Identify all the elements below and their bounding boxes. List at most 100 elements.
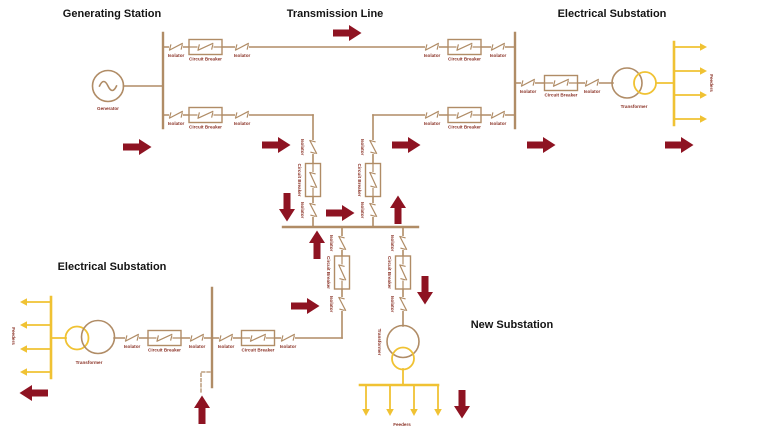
transformer-label: Transformer [76, 360, 103, 365]
isolator-symbol [124, 333, 140, 342]
generator-symbol [91, 69, 125, 103]
feeder-arrowhead [434, 409, 442, 416]
isolator-symbol [584, 78, 600, 88]
flow-arrow-down-icon [417, 276, 433, 305]
electrical-substation-bottom-left: Transformer Isolator Circuit Breaker Iso… [11, 319, 297, 365]
isolator-symbol [338, 235, 347, 251]
flow-arrow-right-icon [392, 137, 421, 153]
isolator-label: Isolator [189, 344, 206, 349]
electrical-substation-bottom-left-title: Electrical Substation [58, 261, 167, 273]
transformer-symbol [611, 67, 643, 99]
circuit-breaker-label: Circuit Breaker [326, 256, 331, 289]
flow-arrow-right-icon [665, 137, 694, 153]
feeder-arrowhead [20, 345, 27, 353]
isolator-symbol [234, 110, 250, 120]
flow-arrow-down-icon [279, 193, 295, 222]
isolator-symbol [280, 333, 296, 342]
circuit-breaker-symbol [188, 106, 223, 124]
isolator-label: Isolator [329, 235, 334, 252]
transformer-symbol [80, 319, 116, 355]
isolator-label: Isolator [168, 53, 185, 58]
transformer-symbol [386, 324, 420, 359]
right-feeder-arrows [673, 43, 707, 123]
feeders-label: Feeders [709, 74, 714, 92]
circuit-breaker-label: Circuit Breaker [448, 125, 481, 130]
feeders-label: Feeders [393, 422, 411, 427]
isolator-symbol [309, 202, 318, 218]
left-feeder-arrows [20, 298, 52, 376]
isolator-symbol [424, 42, 440, 52]
isolator-symbol [424, 110, 440, 120]
isolator-symbol [168, 110, 184, 120]
isolator-label: Isolator [360, 202, 365, 219]
isolator-symbol [369, 202, 378, 218]
circuit-breaker-label: Circuit Breaker [189, 57, 222, 62]
circuit-breaker-symbol [447, 106, 482, 124]
isolator-label: Isolator [584, 89, 601, 94]
isolator-symbol [338, 296, 347, 312]
isolator-label: Isolator [300, 202, 305, 219]
feeder-arrowhead [700, 43, 707, 51]
circuit-breaker-symbol [543, 74, 579, 92]
isolator-label: Isolator [424, 121, 441, 126]
isolator-label: Isolator [390, 235, 395, 252]
feeder-arrowhead [700, 67, 707, 75]
flow-arrow-right-icon [527, 137, 556, 153]
flow-arrow-right-icon [262, 137, 291, 153]
isolator-symbol [490, 42, 506, 52]
flow-arrow-down-icon [454, 390, 470, 419]
circuit-breaker-symbol [240, 329, 276, 347]
circuit-breaker-symbol [333, 255, 351, 290]
isolator-label: Isolator [280, 344, 297, 349]
new-feeder-arrows [362, 384, 442, 416]
section-titles: Generating Station Transmission Line Ele… [58, 8, 667, 331]
isolator-label: Isolator [234, 121, 251, 126]
transformer-label: Transformer [621, 104, 648, 109]
transformer-symbol [391, 346, 415, 371]
circuit-breaker-symbol [304, 162, 322, 198]
new-substation-title: New Substation [471, 319, 554, 331]
feeder-arrowhead [20, 368, 27, 376]
isolator-label: Isolator [124, 344, 141, 349]
isolator-label: Isolator [300, 139, 305, 156]
feeder-arrowhead [700, 91, 707, 99]
isolator-symbol [218, 333, 234, 342]
isolator-symbol [399, 296, 408, 312]
generator-label: Generator [97, 106, 119, 111]
flow-arrow-right-icon [291, 298, 320, 314]
transmission-line-equipment: Isolator Circuit Breaker Isolator Isolat… [297, 38, 507, 313]
circuit-breaker-label: Circuit Breaker [189, 125, 222, 130]
isolator-label: Isolator [234, 53, 251, 58]
generating-station: Generator Isolator Circuit Breaker Isola… [91, 38, 251, 130]
isolator-label: Isolator [329, 296, 334, 313]
circuit-breaker-symbol [394, 255, 412, 290]
isolator-label: Isolator [218, 344, 235, 349]
circuit-breaker-label: Circuit Breaker [148, 348, 181, 353]
flow-arrow-up-icon [194, 395, 210, 424]
circuit-breaker-label: Circuit Breaker [448, 57, 481, 62]
circuit-breaker-symbol [188, 38, 223, 56]
generating-station-title: Generating Station [63, 8, 162, 20]
circuit-breaker-label: Circuit Breaker [357, 164, 362, 197]
planned-connection-dashed-wire [200, 371, 212, 393]
isolator-label: Isolator [168, 121, 185, 126]
transformer-symbol [633, 71, 657, 95]
flow-arrow-right-icon [123, 139, 152, 155]
isolator-label: Isolator [490, 53, 507, 58]
new-substation: Transformer Feeders [377, 324, 420, 427]
isolator-label: Isolator [424, 53, 441, 58]
isolator-symbol [189, 333, 205, 342]
transformer-symbol [64, 325, 90, 351]
electrical-substation-top-right-title: Electrical Substation [558, 8, 667, 20]
isolator-label: Isolator [360, 139, 365, 156]
isolator-symbol [309, 139, 318, 155]
transmission-line-title: Transmission Line [287, 8, 384, 20]
isolator-symbol [369, 139, 378, 155]
circuit-breaker-label: Circuit Breaker [545, 93, 578, 98]
isolator-label: Isolator [390, 296, 395, 313]
feeder-arrowhead [362, 409, 370, 416]
circuit-breaker-symbol [147, 329, 182, 347]
feeder-arrowhead [20, 298, 27, 306]
